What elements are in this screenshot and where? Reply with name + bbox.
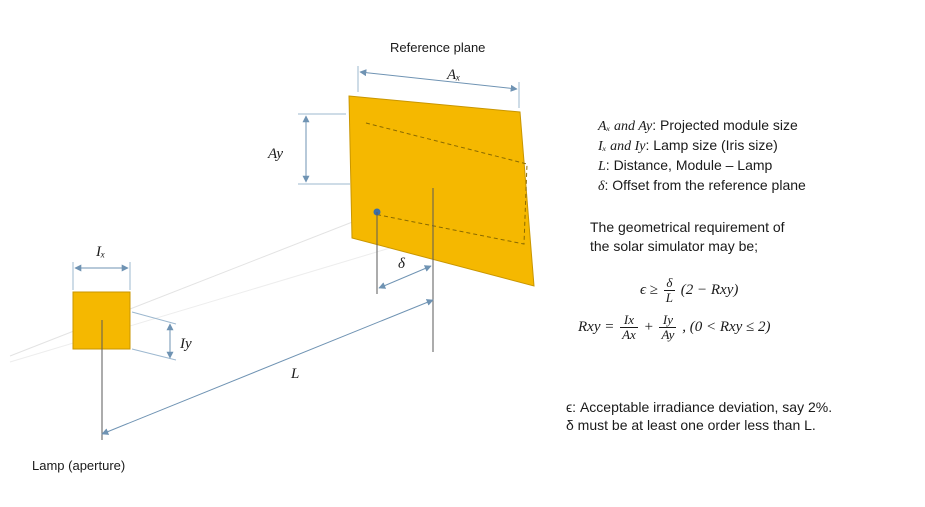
formula-lhs: Rxy = — [578, 318, 615, 335]
distance-L-line — [101, 299, 434, 435]
delta-label: δ — [398, 256, 406, 272]
requirement-text: The geometrical requirement of the solar… — [590, 218, 785, 256]
fraction-iy-over-ay: Iy Ay — [659, 313, 677, 342]
note-line: ϵ: Acceptable irradiance deviation, say … — [566, 399, 833, 415]
formula-lhs: ϵ ≥ — [640, 281, 659, 298]
legend-row-lamp-size: Iₓ and Iy: Lamp size (Iris size) — [598, 136, 806, 156]
iy-extension-top — [131, 311, 177, 325]
fraction-denominator: Ax — [622, 327, 636, 342]
legend-row-distance: L: Distance, Module – Lamp — [598, 156, 806, 176]
lamp-aperture-label: Lamp (aperture) — [32, 458, 125, 473]
ay-label: Ay — [267, 146, 283, 162]
iy-label: Iy — [179, 336, 192, 352]
formula-epsilon: ϵ ≥ δ L (2 − Rxy) — [640, 276, 738, 305]
legend-row-offset: δ: Offset from the reference plane — [598, 176, 806, 196]
fraction-ix-over-ax: Ix Ax — [620, 313, 638, 342]
formula-rxy: Rxy = Ix Ax + Iy Ay , (0 < Rxy ≤ 2) — [578, 313, 771, 342]
module-dashed-outline — [365, 122, 528, 245]
legend-symbol: Aₓ and Ay — [598, 119, 653, 134]
legend-text: : Lamp size (Iris size) — [645, 137, 778, 153]
formula-plus: + — [643, 318, 654, 335]
fraction-numerator: Iy — [659, 313, 677, 328]
ix-label: Iₓ — [95, 244, 105, 260]
legend-text: : Projected module size — [652, 117, 798, 133]
requirement-line: the solar simulator may be; — [590, 238, 759, 254]
module-panel — [348, 95, 535, 287]
fraction-numerator: Ix — [620, 313, 638, 328]
fraction-denominator: Ay — [661, 327, 675, 342]
legend-text: : Distance, Module – Lamp — [605, 157, 773, 173]
ax-dimension — [359, 69, 518, 92]
legend-symbol: δ — [598, 179, 605, 194]
legend-symbol: L — [598, 159, 606, 174]
symbol-legend: Aₓ and Ay: Projected module size Iₓ and … — [598, 116, 806, 196]
reference-plane-label: Reference plane — [390, 40, 485, 55]
optical-axis-upper — [9, 211, 379, 357]
delta-dimension — [378, 265, 432, 289]
legend-row-module-size: Aₓ and Ay: Projected module size — [598, 116, 806, 136]
l-label: L — [290, 366, 299, 382]
fraction-delta-over-L: δ L — [663, 276, 676, 305]
requirement-line: The geometrical requirement of — [590, 219, 785, 235]
legend-symbol: Iₓ and Iy — [598, 139, 646, 154]
legend-text: : Offset from the reference plane — [604, 177, 806, 193]
formula-rhs: (2 − Rxy) — [680, 281, 739, 298]
fraction-numerator: δ — [663, 276, 676, 291]
note-line: δ must be at least one order less than L… — [566, 417, 816, 433]
notes-text: ϵ: Acceptable irradiance deviation, say … — [566, 398, 832, 434]
formula-condition: , (0 < Rxy ≤ 2) — [682, 318, 771, 335]
iy-extension-bottom — [131, 348, 177, 361]
fraction-denominator: L — [665, 290, 674, 305]
ax-label: Aₓ — [446, 67, 460, 83]
